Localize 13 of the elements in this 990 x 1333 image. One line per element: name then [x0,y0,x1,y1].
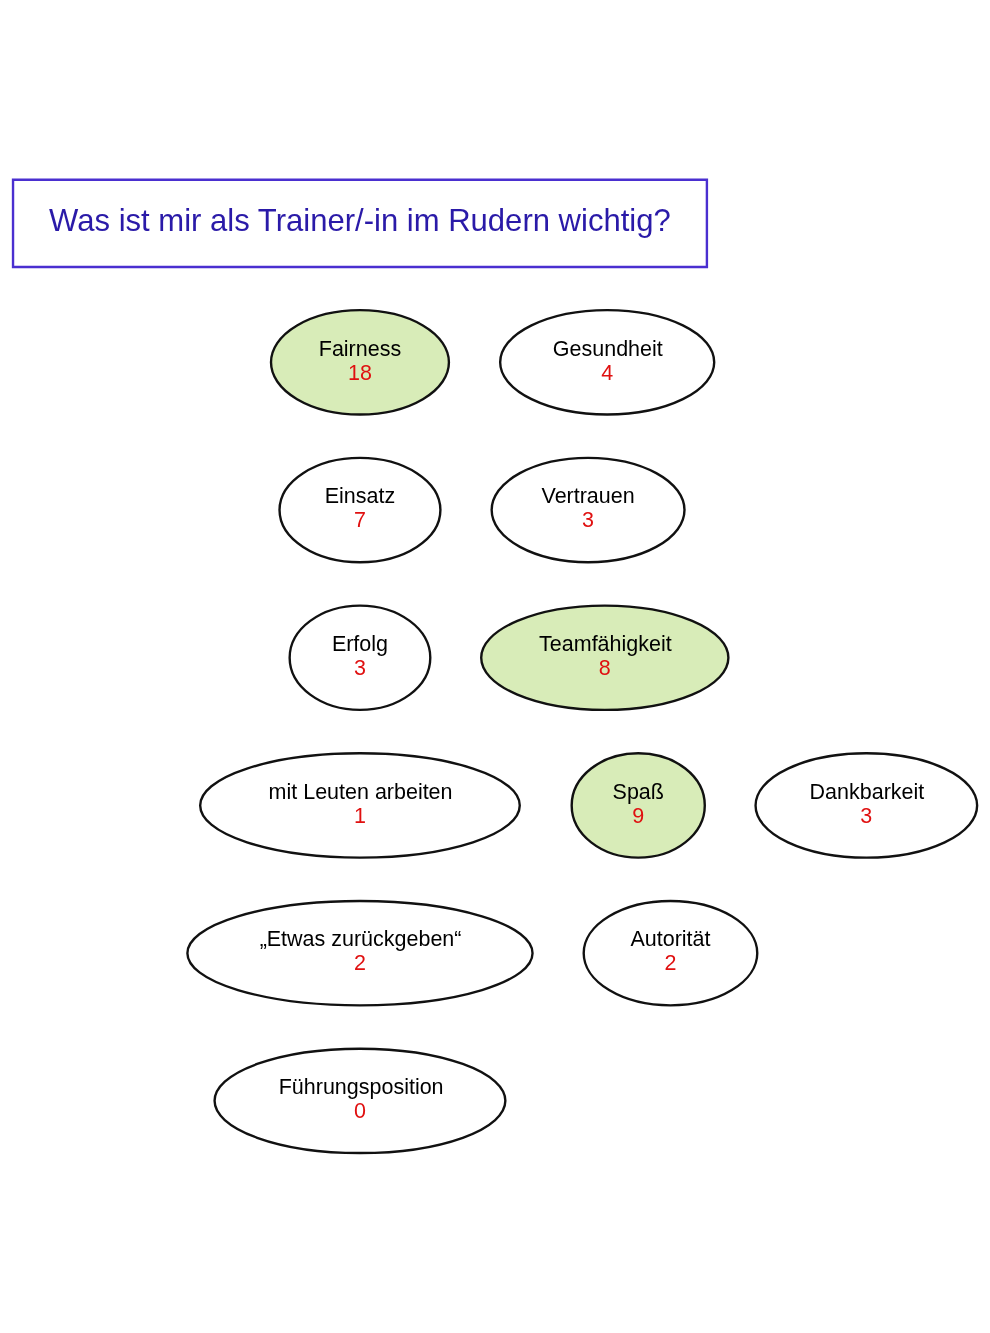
node-ellipse: Gesundheit 4 [498,308,716,416]
node-ellipse: Vertrauen 3 [490,456,686,564]
node-ellipse: „Etwas zurückgeben“ 2 [186,899,534,1007]
node-ellipse: Autorität 2 [582,899,759,1007]
node-ellipse: Teamfähigkeit 8 [480,604,730,712]
node-box: Was ist mir als Trainer/-in im Rudern wichtig? [11,178,709,269]
node-ellipse: Fairness 18 [269,308,451,416]
node-ellipse: Einsatz 7 [278,456,442,564]
node-ellipse: Erfolg 3 [288,604,432,712]
node-ellipse: mit Leuten arbeiten 1 [199,752,521,859]
node-ellipse: Spaß 9 [570,752,706,859]
node-ellipse: Führungsposition 0 [213,1047,507,1155]
node-ellipse: Dankbarkeit 3 [754,752,979,859]
